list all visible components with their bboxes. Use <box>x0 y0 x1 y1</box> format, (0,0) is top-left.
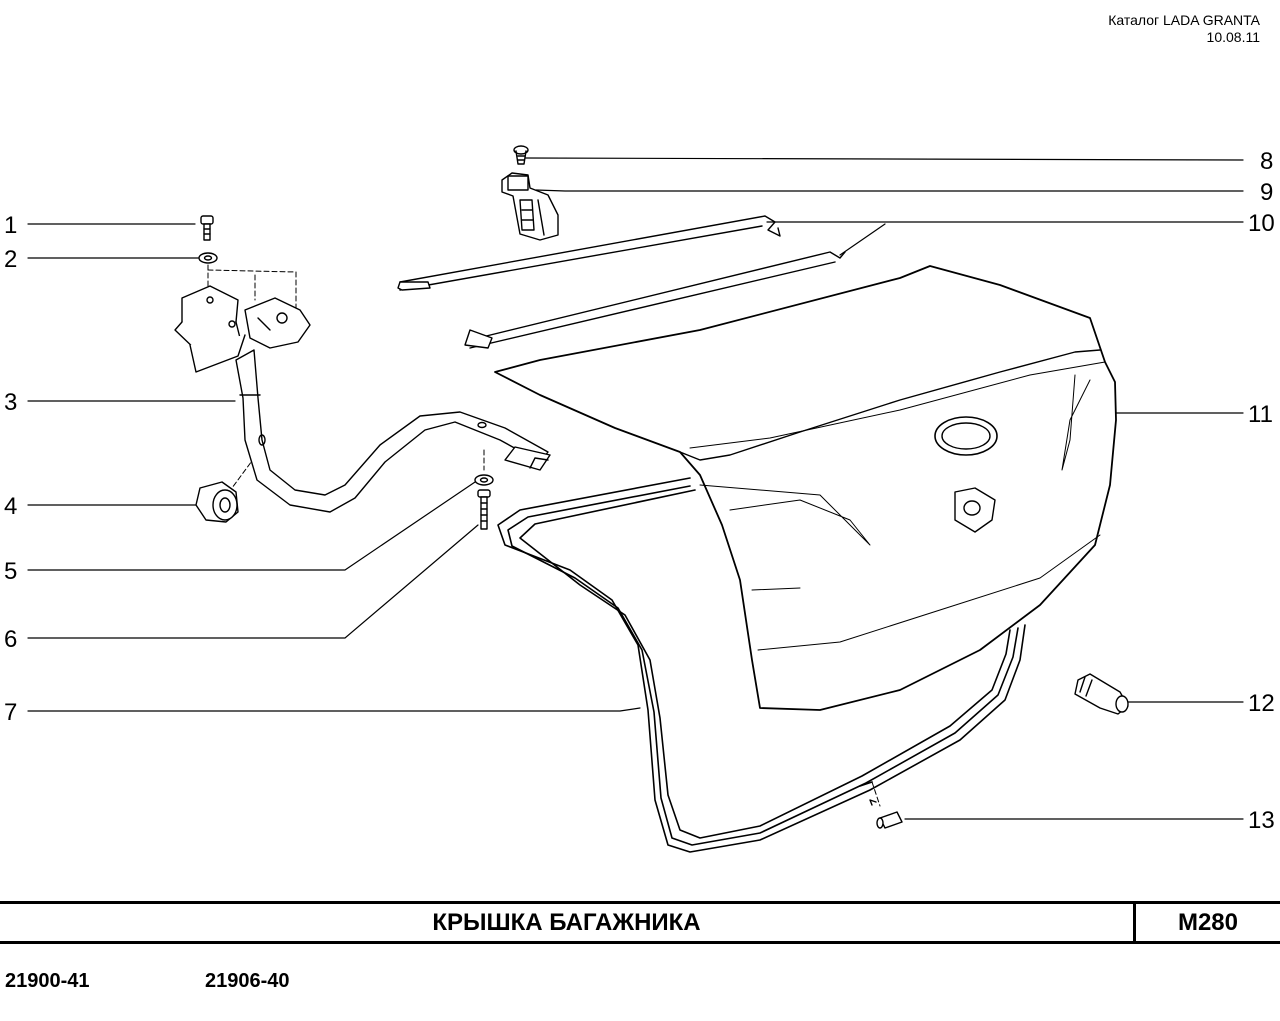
washer-part-2 <box>198 252 218 264</box>
bracket-part-9 <box>501 172 559 241</box>
bumper-part-4 <box>195 481 239 523</box>
catalog-title: Каталог LADA GRANTA <box>1108 12 1260 28</box>
diagram-code: M280 <box>1177 909 1239 936</box>
callout-5: 5 <box>4 558 17 585</box>
washer-part-5 <box>474 474 494 486</box>
callout-2: 2 <box>4 246 17 273</box>
callout-12: 12 <box>1248 690 1275 717</box>
plug-part-13 <box>869 799 903 829</box>
callout-numbers: 1 2 3 4 5 6 7 8 9 10 11 12 13 <box>4 148 1275 834</box>
callout-7: 7 <box>4 699 17 726</box>
seal-part-7 <box>497 477 1026 853</box>
callout-8: 8 <box>1260 148 1273 175</box>
title-divider <box>1133 904 1136 941</box>
callout-3: 3 <box>4 389 17 416</box>
callout-1: 1 <box>4 212 17 239</box>
callout-9: 9 <box>1260 179 1273 206</box>
model-code-1: 21900-41 <box>5 970 90 992</box>
parts-diagram: 1 2 3 4 5 6 7 8 9 10 11 12 13 <box>4 145 1275 853</box>
callout-11: 11 <box>1248 401 1273 428</box>
callout-6: 6 <box>4 626 17 653</box>
diagram-title: КРЫШКА БАГАЖНИКА <box>432 909 701 936</box>
catalog-date: 10.08.11 <box>1206 29 1260 45</box>
torsion-rods-part-10 <box>397 215 846 349</box>
title-bar: КРЫШКА БАГАЖНИКА M280 <box>0 901 1280 944</box>
catalog-header: Каталог LADA GRANTA 10.08.11 <box>1108 12 1260 46</box>
model-code-2: 21906-40 <box>205 970 290 992</box>
callout-13: 13 <box>1248 807 1275 834</box>
callout-10: 10 <box>1248 210 1275 237</box>
hinge-part-3 <box>174 285 551 513</box>
stopper-part-12 <box>1074 673 1129 715</box>
screw-part-8 <box>513 145 529 165</box>
bolt-part-1 <box>200 215 214 241</box>
callout-4: 4 <box>4 493 17 520</box>
trunk-lid-part-11 <box>494 265 1117 711</box>
bolt-part-6 <box>477 489 491 530</box>
